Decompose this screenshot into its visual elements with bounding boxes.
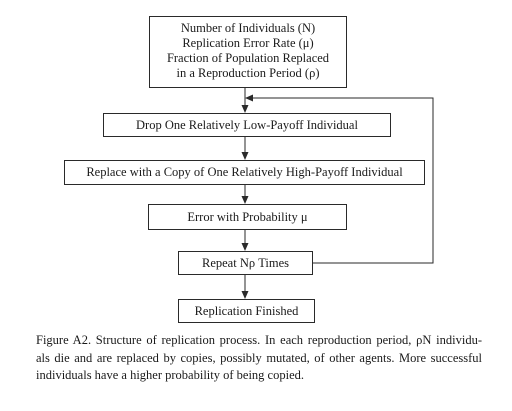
finish-step-box: Replication Finished bbox=[178, 299, 315, 323]
param-fraction-line-2: in a Reproduction Period (ρ) bbox=[176, 66, 320, 80]
finish-step-label: Replication Finished bbox=[194, 304, 299, 318]
repeat-step-label: Repeat Nρ Times bbox=[201, 256, 290, 270]
error-step-box: Error with Probability μ bbox=[148, 204, 347, 230]
caption-line-3: individuals have a higher probability of… bbox=[36, 368, 304, 382]
drop-step-box: Drop One Relatively Low-Payoff Individua… bbox=[103, 113, 391, 137]
figure-caption: Figure A2. Structure of replication proc… bbox=[36, 332, 482, 385]
parameters-box: Number of Individuals (N) Replication Er… bbox=[149, 16, 347, 88]
param-error-rate: Replication Error Rate (μ) bbox=[182, 36, 314, 50]
caption-line-2: als die and are replaced by copies, poss… bbox=[36, 350, 482, 365]
replace-step-label: Replace with a Copy of One Relatively Hi… bbox=[86, 165, 403, 179]
param-individuals: Number of Individuals (N) bbox=[180, 21, 316, 35]
repeat-step-box: Repeat Nρ Times bbox=[178, 251, 313, 275]
drop-step-label: Drop One Relatively Low-Payoff Individua… bbox=[136, 118, 358, 132]
loop-back-arrow bbox=[245, 94, 434, 264]
replace-step-box: Replace with a Copy of One Relatively Hi… bbox=[64, 160, 425, 185]
caption-line-1: Figure A2. Structure of replication proc… bbox=[36, 333, 482, 347]
error-step-label: Error with Probability μ bbox=[187, 210, 308, 224]
param-fraction-line-1: Fraction of Population Replaced bbox=[166, 51, 330, 65]
